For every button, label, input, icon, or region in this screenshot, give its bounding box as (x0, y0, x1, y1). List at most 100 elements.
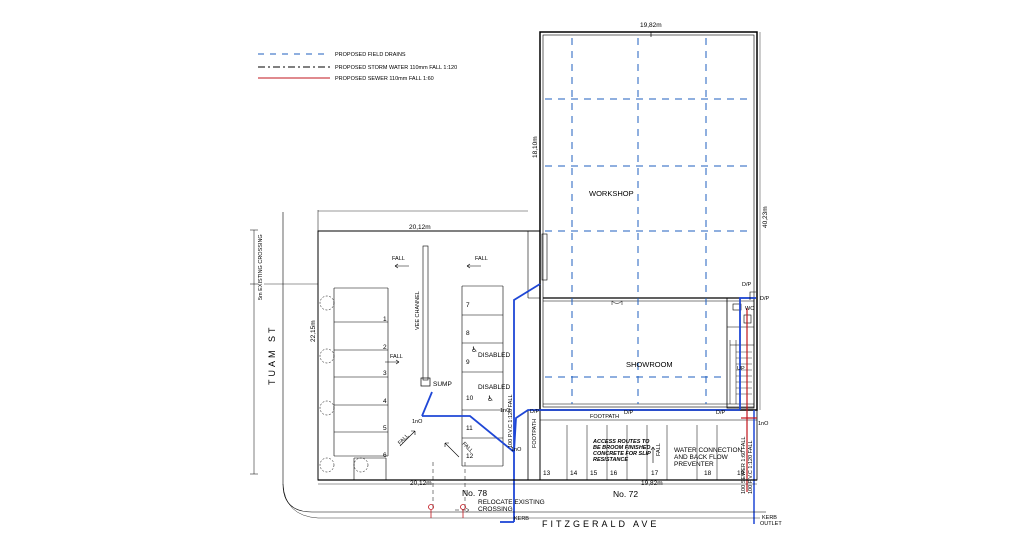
fall-arrows (385, 263, 656, 463)
legend-field-drains: PROPOSED FIELD DRAINS (335, 52, 406, 58)
sewer-pipe-label: 100 SEWER 1:60 FALL (741, 437, 747, 494)
bay-7: 7 (466, 302, 470, 309)
dim-bottom-left: 20,12m (410, 480, 432, 487)
street-tuam-label: TUAM ST (267, 325, 277, 386)
water-note-2: AND BACK FLOW (674, 454, 729, 461)
fall-label-6: FALL (656, 443, 662, 456)
ie-label-2: 1nO (511, 447, 522, 453)
bay-8: 8 (466, 330, 470, 337)
relocate-label: RELOCATE EXISTING (478, 499, 545, 506)
dim-bottom-right: 19,82m (641, 480, 663, 487)
bay-6: 6 (383, 452, 387, 459)
car-park (317, 210, 541, 481)
kerb-label: KERB (514, 516, 529, 522)
street-fitzgerald-label: FITZGERALD AVE (542, 519, 659, 529)
stairs (736, 351, 752, 395)
legend: PROPOSED FIELD DRAINS PROPOSED STORM WAT… (258, 52, 457, 82)
bottom-left-bays (353, 457, 387, 480)
bay-14: 14 (570, 470, 578, 477)
fall-label-3: FALL (390, 354, 403, 360)
access-note-4: RESISTANCE (593, 457, 628, 463)
bay-2: 2 (383, 344, 387, 351)
building-outline (539, 31, 758, 411)
sump (420, 377, 431, 387)
dp-label-5: D/P (760, 296, 770, 302)
storm-pipe-right-label: 100 P.V.C 1:120 FALL (748, 440, 754, 494)
ie-label-4: 1nO (758, 421, 769, 427)
sump-label: SUMP (433, 381, 452, 388)
bay-9: 9 (466, 359, 470, 366)
building (539, 31, 758, 411)
showroom-door (611, 300, 623, 305)
no78-label: No. 78 (462, 488, 487, 498)
right-bays (461, 285, 504, 467)
ie-label-1: 1nO (412, 419, 423, 425)
dp-label-4: D/P (742, 282, 752, 288)
existing-crossing-label: 5m EXISTING CROSSING (258, 234, 264, 300)
dim-top-width: 19,82m (640, 22, 662, 29)
bay-16: 16 (610, 470, 618, 477)
dim-right-depth: 40,23m (762, 206, 769, 228)
access-note-1: ACCESS ROUTES TO (592, 439, 650, 445)
bay-10: 10 (466, 395, 474, 402)
wheelchair-icon: ♿ (471, 345, 478, 354)
dp-label-1: D/P (530, 409, 540, 415)
workshop-side-door (541, 233, 548, 281)
disabled-10-label: DISABLED (478, 384, 510, 391)
relocate-crossing (432, 462, 470, 513)
bay-19: 19 (737, 470, 745, 477)
wheelchair-icon: ♿ (487, 394, 494, 403)
showroom-label: SHOWROOM (626, 360, 673, 369)
fall-label-4: FALL (397, 433, 410, 446)
dim-workshop-depth: 18,10m (532, 136, 539, 158)
legend-storm-water: PROPOSED STORM WATER 110mm FALL 1:120 (335, 65, 457, 71)
vee-channel (422, 245, 429, 381)
bay-5: 5 (383, 425, 387, 432)
ie-label-3: 1nO (500, 408, 511, 414)
black-storm (749, 291, 756, 300)
access-note-2: BE BROOM FINISHED (593, 445, 650, 451)
bay-11: 11 (466, 425, 473, 432)
bay-13: 13 (543, 470, 551, 477)
front-bays (566, 425, 718, 480)
dp-label-3: D/P (716, 410, 726, 416)
bay-4: 4 (383, 398, 387, 405)
dim-left-top: 20,12m (409, 224, 431, 231)
sewer-pipe (741, 308, 757, 492)
footpath-vertical-label: FOOTPATH (532, 419, 538, 448)
kerb-outlet-label-1: KERB (762, 515, 777, 521)
water-note-3: PREVENTER (674, 461, 714, 468)
bay-3: 3 (383, 370, 387, 377)
dim-left-depth: 22,15m (310, 320, 317, 342)
bay-12: 12 (466, 453, 474, 460)
workshop-label: WORKSHOP (589, 189, 634, 198)
wc-label: WC (745, 306, 754, 312)
storm-pipe (421, 283, 756, 523)
water-note-1: WATER CONNECTION (674, 447, 743, 454)
crossing-label: CROSSING (478, 506, 513, 513)
left-bays (333, 287, 389, 457)
bay-17: 17 (651, 470, 659, 477)
dp-label-2: D/P (624, 410, 634, 416)
no72-label: No. 72 (613, 489, 638, 499)
street-lines (250, 212, 766, 519)
fall-label-2: FALL (475, 256, 488, 262)
crossing-markers (428, 504, 466, 518)
legend-sewer: PROPOSED SEWER 110mm FALL 1:60 (335, 76, 434, 82)
disabled-9-label: DISABLED (478, 352, 510, 359)
access-note-3: CONCRETE FOR SLIP (593, 451, 651, 457)
kerb-outlet-label-2: OUTLET (760, 521, 782, 527)
fall-label-1: FALL (392, 256, 405, 262)
trees (319, 295, 369, 473)
storm-pipe-left-label: 100 P.V.C 1:120 FALL (508, 394, 514, 448)
vee-channel-label: VEE CHANNEL (415, 291, 421, 330)
bay-18: 18 (704, 470, 712, 477)
bay-15: 15 (590, 470, 598, 477)
wc-fixture (732, 303, 742, 311)
bay-1: 1 (383, 316, 387, 323)
building-inner (542, 34, 755, 408)
field-drains (545, 38, 752, 404)
up-label: UP (737, 366, 745, 372)
footpath-label: FOOTPATH (590, 414, 619, 420)
